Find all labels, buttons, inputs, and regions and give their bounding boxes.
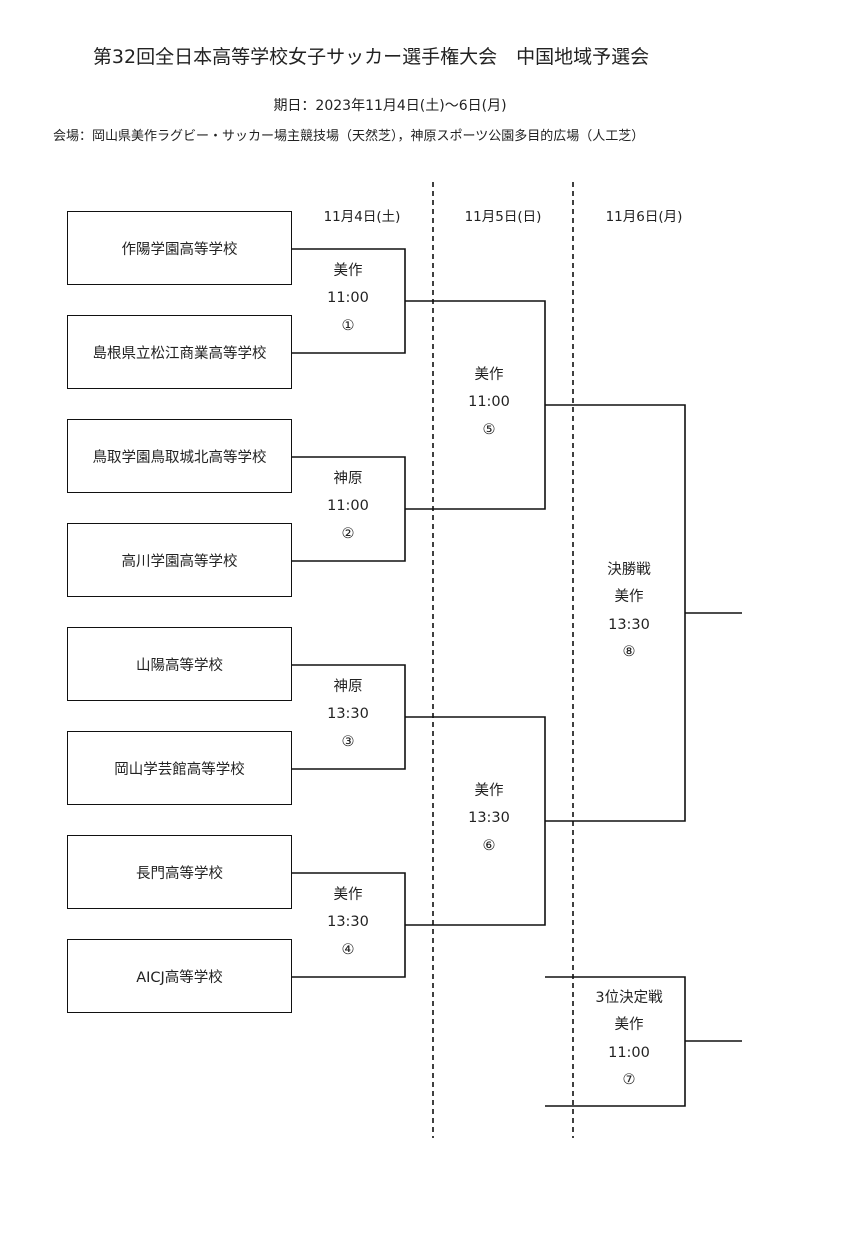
- match-number: ④: [341, 941, 355, 958]
- match-venue: 美作: [333, 887, 363, 903]
- page-title: 第32回全日本高等学校女子サッカー選手権大会 中国地域予選会: [92, 46, 650, 68]
- team-box-1: 作陽学園高等学校: [67, 211, 292, 285]
- match-venue: 神原: [333, 471, 363, 487]
- day-header-1: 11月4日(土): [323, 209, 401, 225]
- match-venue: 美作: [614, 1017, 644, 1034]
- match-venue: 美作: [474, 367, 504, 383]
- tournament-venue: 会場：岡山県美作ラグビー・サッカー場主競技場（天然芝），神原スポーツ公園多目的広…: [53, 129, 645, 144]
- match-5-label: 美作 11:00 ⑤: [439, 362, 539, 444]
- match-venue: 神原: [333, 679, 363, 695]
- match-venue: 美作: [474, 783, 504, 799]
- match-6-label: 美作 13:30 ⑥: [439, 778, 539, 860]
- match-3-label: 神原 13:30 ③: [298, 674, 398, 756]
- final-label: 決勝戦 美作 13:30 ⑧: [579, 557, 679, 666]
- team-box-4: 高川学園高等学校: [67, 523, 292, 597]
- match-2-label: 神原 11:00 ②: [298, 466, 398, 548]
- team-box-2: 島根県立松江商業高等学校: [67, 315, 292, 389]
- tournament-dates: 期日：2023年11月4日(土)～6日(月): [273, 98, 507, 114]
- match-time: 13:30: [327, 914, 369, 931]
- team-box-7: 長門高等学校: [67, 835, 292, 909]
- match-time: 13:30: [608, 616, 650, 633]
- match-number: ⑥: [482, 837, 496, 854]
- match-time: 11:00: [608, 1044, 650, 1061]
- third-place-label: 3位決定戦 美作 11:00 ⑦: [579, 985, 679, 1094]
- match-number: ⑤: [482, 421, 496, 438]
- day-header-2: 11月5日(日): [464, 209, 542, 225]
- match-venue: 美作: [614, 589, 644, 606]
- match-time: 11:00: [327, 498, 369, 515]
- match-number: ①: [341, 317, 355, 334]
- team-box-6: 岡山学芸館高等学校: [67, 731, 292, 805]
- match-time: 13:30: [327, 706, 369, 723]
- match-number: ③: [341, 733, 355, 750]
- match-stage: 3位決定戦: [595, 990, 663, 1006]
- match-number: ⑦: [622, 1071, 636, 1088]
- match-time: 11:00: [327, 290, 369, 307]
- match-time: 13:30: [468, 810, 510, 827]
- match-venue: 美作: [333, 263, 363, 279]
- team-box-3: 鳥取学園鳥取城北高等学校: [67, 419, 292, 493]
- day-header-3: 11月6日(月): [605, 209, 683, 225]
- match-stage: 決勝戦: [607, 562, 651, 578]
- match-time: 11:00: [468, 394, 510, 411]
- match-4-label: 美作 13:30 ④: [298, 882, 398, 964]
- match-number: ②: [341, 525, 355, 542]
- team-box-5: 山陽高等学校: [67, 627, 292, 701]
- match-number: ⑧: [622, 643, 636, 660]
- team-box-8: AICJ高等学校: [67, 939, 292, 1013]
- match-1-label: 美作 11:00 ①: [298, 258, 398, 340]
